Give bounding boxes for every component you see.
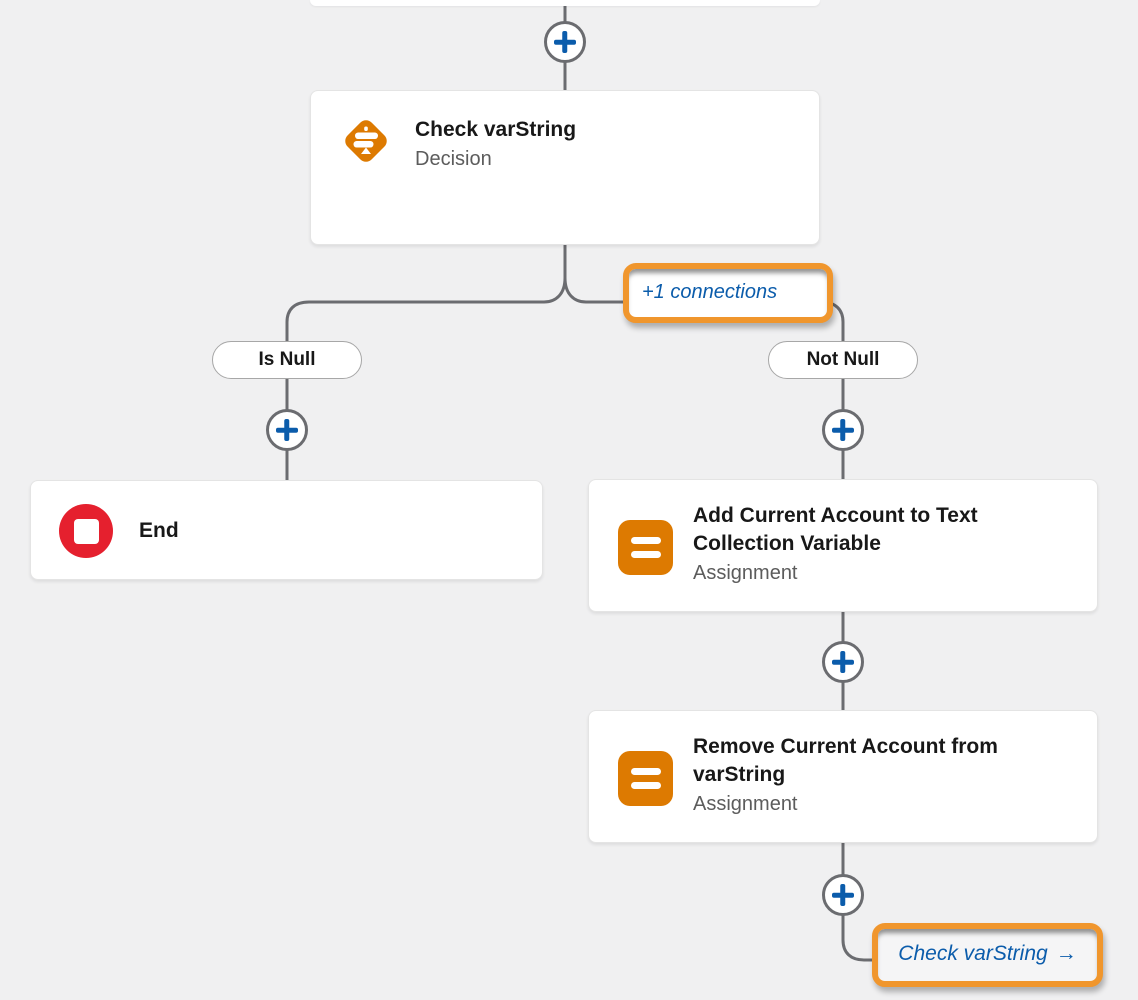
goto-check-varstring-link[interactable]: Check varString→ <box>898 942 1077 965</box>
right-arrow-icon: → <box>1055 942 1077 965</box>
connector-branch-left-curve <box>285 277 567 343</box>
add-element-button-is-null-branch[interactable] <box>266 409 308 451</box>
node-type-label: Assignment <box>693 562 798 584</box>
node-decision-check-varstring[interactable]: Check varString Decision +1 connections <box>310 90 833 323</box>
plus-icon <box>825 877 861 913</box>
plus-icon <box>269 412 305 448</box>
node-type-label: Decision <box>415 148 492 170</box>
plus-icon <box>825 412 861 448</box>
node-title: Add Current Account to Text Collection V… <box>693 504 978 555</box>
connections-count-link[interactable]: +1 connections <box>642 281 778 303</box>
decision-diamond-icon <box>338 113 394 169</box>
annotation-highlight-goto: Check varString→ <box>872 923 1103 987</box>
end-stop-icon <box>59 504 113 558</box>
assignment-equals-icon <box>618 751 673 806</box>
node-assignment-add-account[interactable]: Add Current Account to Text Collection V… <box>588 479 1098 612</box>
node-type-label: Assignment <box>693 793 798 815</box>
node-end[interactable]: End <box>30 480 543 580</box>
node-title: End <box>139 519 179 542</box>
plus-icon <box>547 24 583 60</box>
add-element-button-between-assignments[interactable] <box>822 641 864 683</box>
add-element-button-not-null-branch[interactable] <box>822 409 864 451</box>
branch-label-is-null: Is Null <box>212 341 362 379</box>
assignment-equals-icon <box>618 520 673 575</box>
node-title: Check varString <box>415 118 577 141</box>
node-title: Remove Current Account from varString <box>693 735 998 786</box>
plus-icon <box>825 644 861 680</box>
connector-remove-to-goto <box>841 843 874 962</box>
node-assignment-remove-account[interactable]: Remove Current Account from varString As… <box>588 710 1098 843</box>
annotation-highlight-connections: +1 connections <box>623 263 833 323</box>
branch-label-not-null: Not Null <box>768 341 918 379</box>
add-element-button-top[interactable] <box>544 21 586 63</box>
partial-card-above <box>310 0 820 6</box>
add-element-button-before-goto[interactable] <box>822 874 864 916</box>
